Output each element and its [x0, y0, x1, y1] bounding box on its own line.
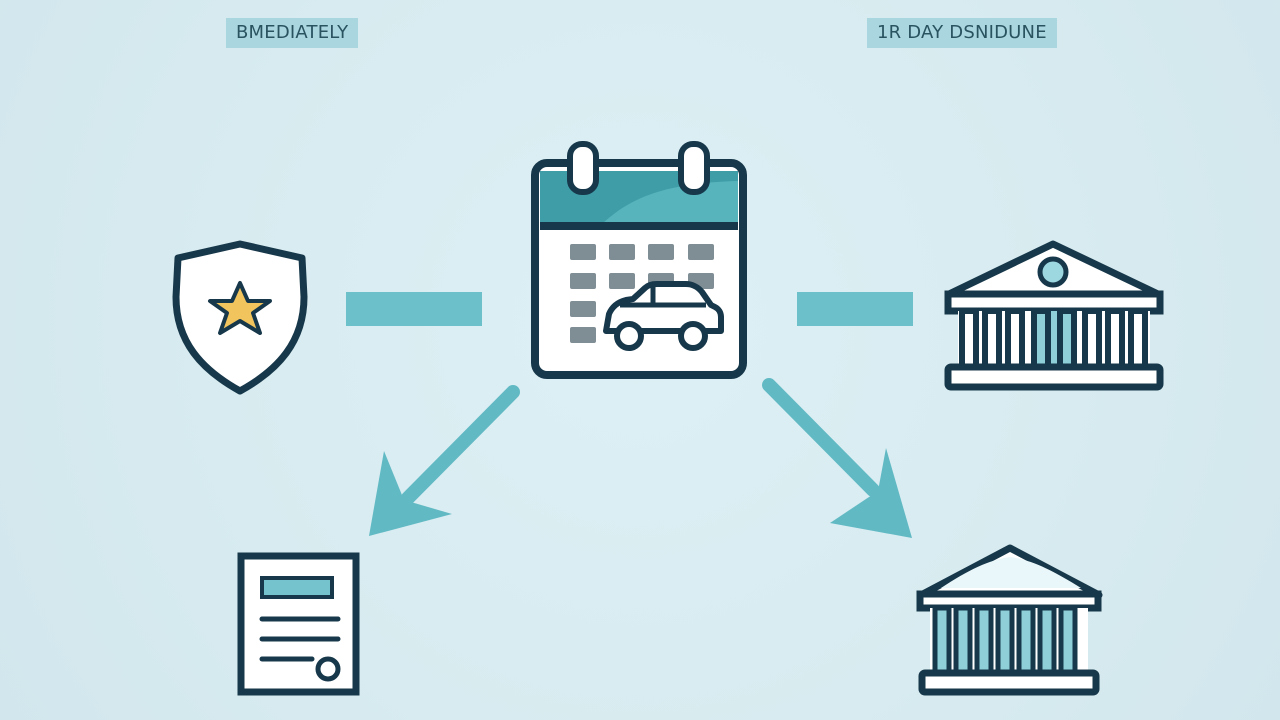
courthouse-icon — [944, 240, 1164, 391]
left-connector-bar — [346, 292, 482, 326]
down-left-arrow — [369, 385, 520, 536]
right-connector-bar — [797, 292, 913, 326]
immediately-label: BMEDIATELY — [226, 18, 359, 48]
one-day-deadline-label: 1R DAY DSNIDUNE — [867, 18, 1057, 48]
police-badge-icon — [172, 240, 308, 395]
down-right-arrow — [762, 378, 912, 538]
calendar-car-icon — [531, 141, 747, 379]
document-icon — [237, 552, 360, 696]
bank-icon — [916, 544, 1103, 696]
